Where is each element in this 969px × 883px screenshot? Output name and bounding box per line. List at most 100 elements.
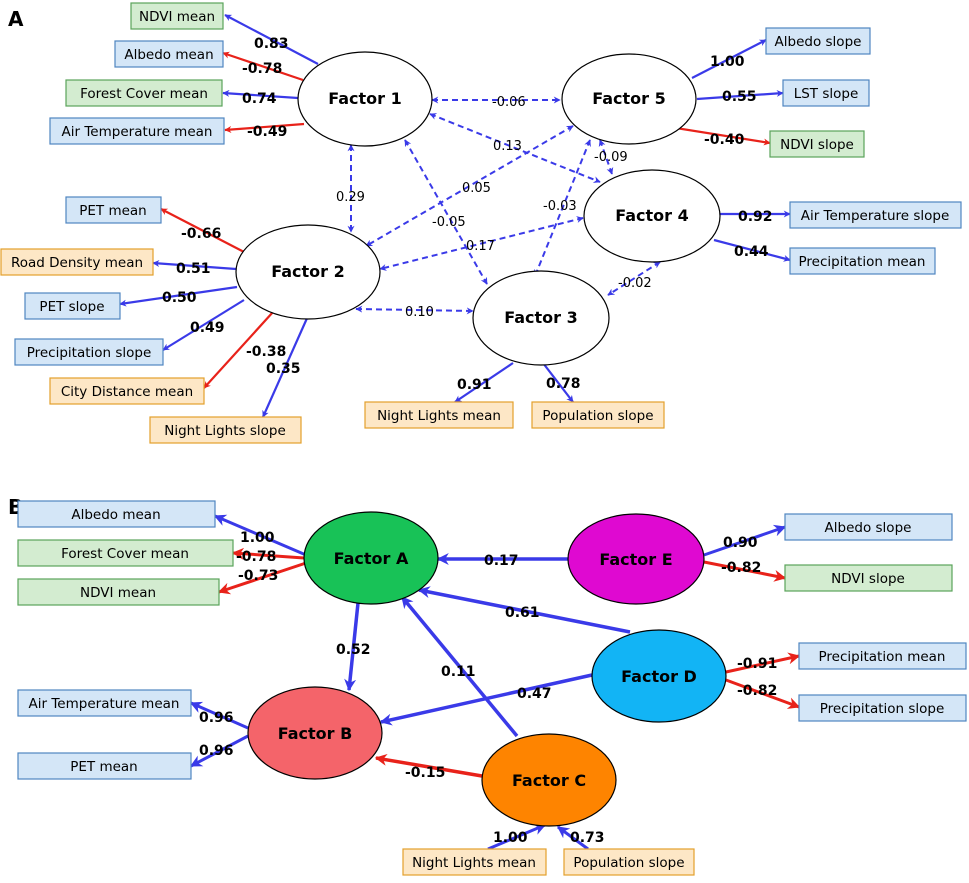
factor-e-node bbox=[567, 513, 705, 605]
var-box-ndvi-mean bbox=[130, 2, 224, 30]
var-box-ndvi-slope bbox=[769, 130, 865, 158]
var-label-b-ndvi-mean: NDVI mean bbox=[80, 585, 156, 601]
corr-label-f4-f3: -0.02 bbox=[618, 276, 652, 291]
panel-b-loadings bbox=[189, 514, 801, 851]
path-label-fe-fa: 0.17 bbox=[484, 553, 519, 569]
var-box-b-forest-cover-mean bbox=[17, 539, 234, 567]
factor-2-node bbox=[235, 224, 381, 320]
corr-label-f1-f4: 0.13 bbox=[493, 139, 522, 154]
var-box-b-albedo-slope bbox=[784, 513, 953, 541]
coef-b-ndvi-mean: -0.73 bbox=[238, 568, 278, 584]
var-box-b-precip-slope bbox=[798, 694, 967, 722]
coef-b-forest-cover-mean: -0.78 bbox=[236, 549, 276, 565]
var-label-city-distance-mean: City Distance mean bbox=[61, 384, 193, 400]
coef-a-night-lights-mean: 0.91 bbox=[457, 377, 492, 393]
var-box-b-air-temp-mean bbox=[17, 689, 192, 717]
panel-b: B Factor A F bbox=[8, 495, 967, 876]
load-arrow-f1-forest-cover-mean bbox=[222, 89, 299, 100]
load-arrow-f2-city-distance-mean bbox=[203, 311, 274, 389]
factor-c-label: Factor C bbox=[512, 771, 586, 790]
corr-label-f1-f3: -0.05 bbox=[432, 215, 466, 230]
panel-b-loading-labels: 1.00 -0.78 -0.73 0.96 0.96 1.00 0.73 0.9… bbox=[199, 530, 777, 846]
corr-f4-f3 bbox=[607, 261, 661, 296]
var-label-precip-mean: Precipitation mean bbox=[799, 254, 926, 270]
panel-b-variables: Albedo mean Forest Cover mean NDVI mean … bbox=[17, 500, 967, 876]
var-label-ndvi-mean: NDVI mean bbox=[139, 9, 215, 25]
var-label-forest-cover-mean: Forest Cover mean bbox=[80, 86, 208, 102]
factor-b-node bbox=[247, 686, 383, 780]
panel-b-factors: Factor A Factor E Factor D Factor B Fact… bbox=[247, 511, 727, 827]
var-box-night-lights-mean bbox=[364, 401, 514, 429]
factor-5-label: Factor 5 bbox=[592, 89, 666, 108]
var-box-air-temp-slope bbox=[789, 201, 962, 229]
var-label-night-lights-mean: Night Lights mean bbox=[377, 408, 501, 424]
coef-b-precip-slope: -0.82 bbox=[737, 683, 777, 699]
path-fc-fb bbox=[374, 753, 483, 778]
load-arrow-f3-night-lights-mean bbox=[454, 362, 514, 403]
var-box-albedo-slope bbox=[765, 27, 871, 55]
factor-d-node bbox=[591, 629, 727, 723]
load-arrow-fa-ndvi-mean bbox=[217, 561, 307, 595]
load-arrow-f3-population-slope bbox=[542, 362, 574, 403]
var-box-lst-slope bbox=[782, 79, 870, 107]
var-label-pet-slope: PET slope bbox=[39, 299, 104, 315]
panel-a-loading-labels: 0.83 -0.78 0.74 -0.49 -0.66 0.51 0.50 0.… bbox=[162, 36, 773, 393]
coef-a-lst-slope: 0.55 bbox=[722, 89, 757, 105]
var-box-night-lights-slope bbox=[149, 416, 302, 444]
path-label-fd-fb: 0.47 bbox=[517, 686, 552, 702]
panel-label-a: A bbox=[8, 7, 24, 31]
load-arrow-f5-ndvi-slope bbox=[675, 126, 771, 146]
coef-a-ndvi-mean: 0.83 bbox=[254, 36, 289, 52]
var-label-b-ndvi-slope: NDVI slope bbox=[831, 571, 905, 587]
load-arrow-fc-population-slope bbox=[557, 825, 589, 851]
panel-b-path-labels: 0.17 0.52 0.11 0.61 0.47 -0.15 bbox=[336, 553, 552, 781]
factor-3-label: Factor 3 bbox=[504, 308, 578, 327]
var-label-ndvi-slope: NDVI slope bbox=[780, 137, 854, 153]
coef-a-pet-slope: 0.50 bbox=[162, 290, 197, 306]
coef-a-albedo-mean: -0.78 bbox=[242, 61, 282, 77]
factor-4-label: Factor 4 bbox=[615, 206, 689, 225]
panel-a-variables: NDVI mean Albedo mean Forest Cover mean … bbox=[0, 2, 962, 444]
corr-label-f2-f3: 0.10 bbox=[405, 305, 434, 320]
load-arrow-fd-precip-slope bbox=[725, 678, 801, 709]
var-box-pet-mean bbox=[65, 196, 162, 224]
corr-label-f5-f3: -0.03 bbox=[543, 199, 577, 214]
var-box-albedo-mean bbox=[114, 40, 224, 68]
panel-a-factors: Factor 1 Factor 5 Factor 4 Factor 2 Fact… bbox=[235, 51, 721, 366]
var-box-forest-cover-mean bbox=[65, 79, 223, 107]
panel-a-correlation-labels: -0.06 0.29 0.13 -0.05 -0.09 0.05 -0.03 0… bbox=[336, 95, 652, 320]
load-arrow-fc-night-lights-mean bbox=[487, 823, 547, 851]
corr-f1-f3 bbox=[404, 139, 488, 285]
factor-a-label: Factor A bbox=[334, 549, 409, 568]
coef-b-pet-mean: 0.96 bbox=[199, 743, 234, 759]
var-label-night-lights-slope: Night Lights slope bbox=[164, 423, 286, 439]
load-arrow-fb-air-temp-mean bbox=[189, 701, 249, 730]
path-label-fc-fa: 0.11 bbox=[441, 664, 476, 680]
coef-a-albedo-slope: 1.00 bbox=[710, 54, 745, 70]
load-arrow-fa-albedo-mean bbox=[213, 514, 307, 557]
factor-e-label: Factor E bbox=[599, 550, 672, 569]
var-label-pet-mean: PET mean bbox=[79, 203, 147, 219]
var-label-population-slope: Population slope bbox=[542, 408, 653, 424]
var-label-road-density-mean: Road Density mean bbox=[11, 255, 143, 271]
var-box-precip-mean bbox=[789, 247, 936, 275]
load-arrow-f1-albedo-mean bbox=[222, 51, 304, 82]
path-fd-fa bbox=[417, 586, 631, 634]
load-arrow-f2-road-density-mean bbox=[152, 259, 237, 271]
var-box-population-slope bbox=[531, 401, 665, 429]
coef-a-precip-slope: 0.49 bbox=[190, 320, 225, 336]
factor-a-node bbox=[303, 511, 439, 605]
var-box-air-temp-mean bbox=[49, 117, 225, 145]
var-label-lst-slope: LST slope bbox=[794, 86, 859, 102]
coef-a-road-density-mean: 0.51 bbox=[176, 261, 211, 277]
var-label-air-temp-slope: Air Temperature slope bbox=[801, 208, 950, 224]
var-label-b-night-lights-mean: Night Lights mean bbox=[412, 855, 536, 871]
load-arrow-f2-night-lights-slope bbox=[261, 315, 310, 418]
coef-a-population-slope: 0.78 bbox=[546, 376, 581, 392]
load-arrow-f2-pet-slope bbox=[119, 285, 238, 307]
corr-label-f5-f4: -0.09 bbox=[594, 150, 628, 165]
load-arrow-fd-precip-mean bbox=[725, 652, 801, 674]
var-label-b-pet-mean: PET mean bbox=[70, 759, 138, 775]
factor-c-node bbox=[481, 733, 617, 827]
